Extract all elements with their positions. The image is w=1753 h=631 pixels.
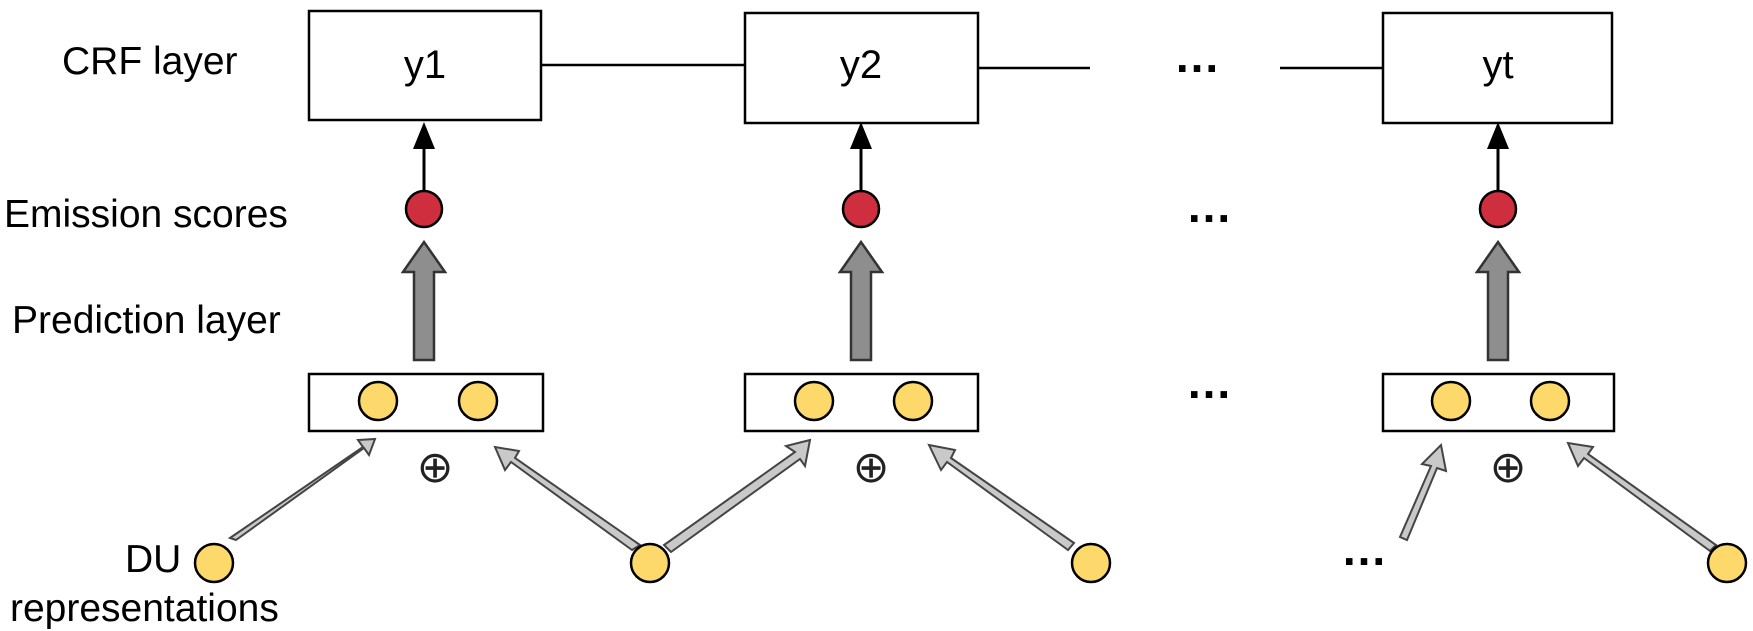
crf-state-box [307,9,543,122]
arrow-head-icon [850,122,872,149]
crf-state-label-y1: y1 [404,43,446,87]
concat-node [357,380,399,422]
du-node [1070,542,1112,584]
prediction-layer-label: Prediction layer [12,299,281,342]
concat-node [793,380,835,422]
input-arrow [662,438,812,554]
concat-symbol-icon: ⊕ [853,442,890,493]
crf-state-box [743,11,980,125]
concat-node [892,380,934,422]
arrow-head-icon [1487,122,1509,149]
input-arrows [227,437,1718,554]
crf-state-y2: y2 [743,11,980,125]
concat-node [457,380,499,422]
concat-box [1381,372,1616,433]
arrow-head-icon [413,122,435,149]
crf-state-yt: yt [1381,11,1614,125]
ellipsis-emission: ... [1188,180,1232,232]
ellipsis-crf: ... [1176,30,1220,82]
concat-node [1529,380,1571,422]
concat-block-t [1381,372,1616,433]
ellipsis-input: ... [1343,523,1387,575]
emission-node-1 [404,189,444,229]
prediction-arrow-1 [400,239,448,362]
crf-layer-label: CRF layer [62,40,238,83]
crf-state-box [1381,11,1614,125]
concat-block-1 [307,372,545,433]
concat-block-2 [743,372,980,433]
concat-box [307,372,545,433]
crf-chain-edges [541,63,1383,70]
emission-scores-label: Emission scores [4,193,288,236]
du-nodes [193,542,1748,584]
emission-node-2 [841,189,881,229]
emission-arrows [413,122,1509,191]
input-arrow [227,437,377,542]
prediction-arrow-t [1474,239,1522,362]
crf-state-y1: y1 [307,9,543,122]
concat-node [1430,380,1472,422]
prediction-arrow-2 [837,239,885,362]
concat-symbol-icon: ⊕ [417,442,454,493]
du-label-line2: representations [10,587,279,630]
du-node [193,542,235,584]
input-arrow [1566,441,1718,553]
input-arrow [493,445,642,552]
input-arrow [1398,442,1448,542]
prediction-arrows [400,239,1522,362]
emission-node-t [1478,189,1518,229]
crf-state-label-y2: y2 [840,43,882,87]
input-arrow [927,443,1076,552]
concat-symbol-icon: ⊕ [1490,442,1527,493]
ellipsis-concat: ... [1188,356,1232,408]
emission-nodes [404,189,1518,229]
du-node [1706,542,1748,584]
concat-box [743,372,980,433]
crf-state-label-yt: yt [1482,43,1513,87]
du-node [629,542,671,584]
du-label-line1: DU [125,538,181,581]
